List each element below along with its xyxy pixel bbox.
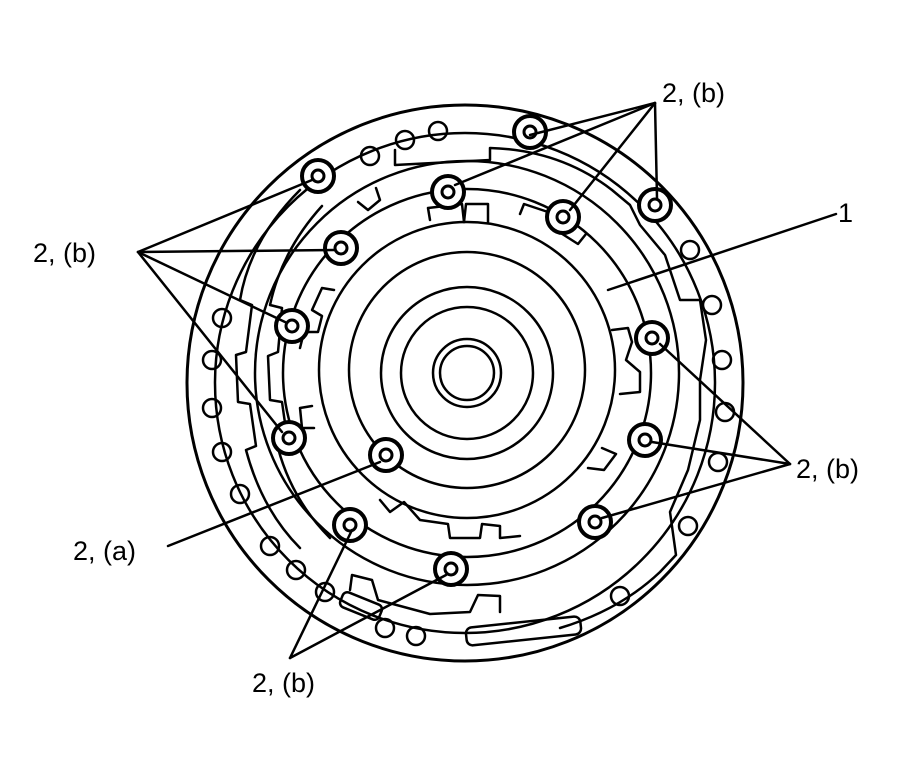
bolt bbox=[332, 507, 368, 543]
leader-lines bbox=[136, 101, 838, 660]
callout-left-bottom: 2, (a) bbox=[73, 536, 136, 566]
callout-bottom: 2, (b) bbox=[252, 668, 315, 698]
bolt bbox=[577, 504, 613, 540]
callout-right: 2, (b) bbox=[796, 454, 859, 484]
callout-part-1: 1 bbox=[838, 198, 853, 228]
callout-left: 2, (b) bbox=[33, 238, 96, 268]
bolt bbox=[637, 187, 673, 223]
flange-contour bbox=[234, 146, 708, 630]
bolt bbox=[433, 551, 469, 587]
bolt bbox=[634, 320, 670, 356]
bolt bbox=[274, 308, 310, 344]
bolt bbox=[300, 158, 336, 194]
bolt bbox=[627, 422, 663, 458]
bolt bbox=[323, 230, 359, 266]
callout-top-right: 2, (b) bbox=[662, 78, 725, 108]
middle-ring bbox=[253, 159, 681, 587]
bolt bbox=[368, 437, 404, 473]
plate-slots bbox=[338, 590, 583, 647]
bolt bbox=[430, 174, 466, 210]
center-hub bbox=[347, 250, 587, 490]
